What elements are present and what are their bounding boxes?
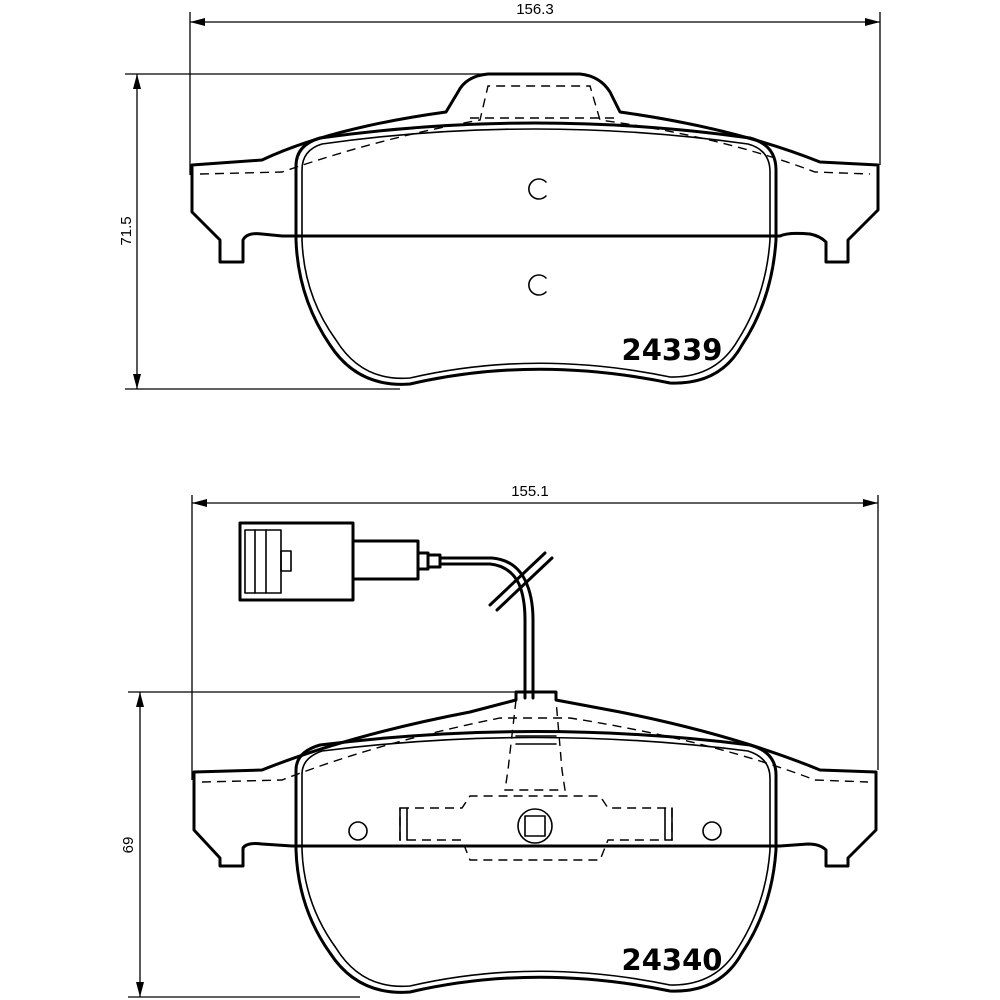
top-pad-height-label: 71.5 xyxy=(118,216,135,245)
bottom-pad-height-dimension: 69 xyxy=(120,691,520,998)
shim-outline xyxy=(399,795,673,861)
top-pad-hole-lower xyxy=(528,274,547,296)
center-hole xyxy=(517,808,553,844)
bottom-pad-backing-plate xyxy=(192,690,878,868)
wear-sensor-cable xyxy=(438,556,535,700)
bottom-pad-hole-right xyxy=(702,821,722,841)
bottom-pad-width-dimension: 155.1 xyxy=(191,483,879,780)
top-pad-height-dimension: 71.5 xyxy=(118,73,580,390)
bottom-pad-height-label: 69 xyxy=(120,837,137,854)
bottom-pad-drawing: 155.1 69 xyxy=(120,483,879,998)
top-pad-hole-upper xyxy=(528,178,547,200)
center-square xyxy=(524,815,546,837)
wear-sensor-connector xyxy=(238,521,442,602)
bottom-pad-part-number: 24340 xyxy=(622,943,723,977)
bottom-pad-hole-left xyxy=(348,821,368,841)
top-pad-width-label: 156.3 xyxy=(516,1,554,18)
bottom-pad-friction-material xyxy=(294,730,778,994)
cable-break-mark xyxy=(488,551,547,607)
bottom-pad-width-label: 155.1 xyxy=(511,483,549,500)
top-pad-part-number: 24339 xyxy=(622,333,723,367)
top-pad-friction-material xyxy=(294,121,778,386)
top-pad-width-dimension: 156.3 xyxy=(189,1,881,175)
top-pad-drawing: 156.3 71.5 24339 xyxy=(118,1,881,390)
sensor-seat xyxy=(504,699,566,791)
